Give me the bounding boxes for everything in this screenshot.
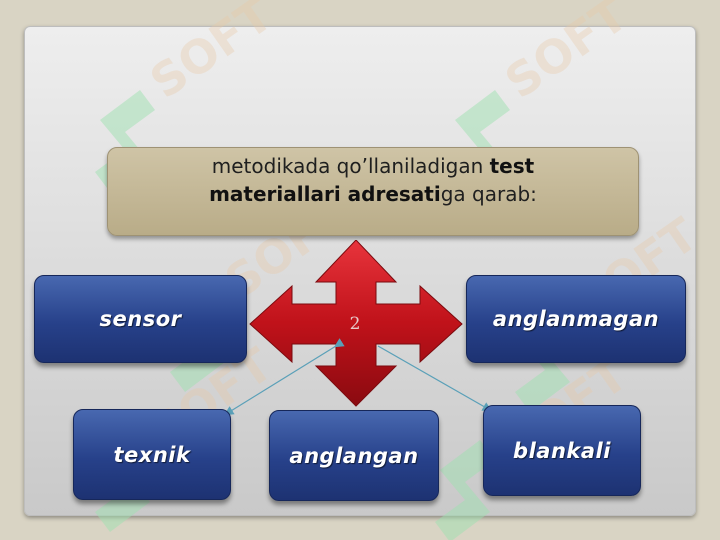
four-way-arrow-icon	[249, 240, 463, 407]
title-bold-test: test	[489, 154, 535, 178]
box-texnik-label: texnik	[113, 442, 191, 467]
box-texnik[interactable]: texnik	[73, 409, 231, 500]
connector-to-texnik	[223, 338, 345, 416]
box-blankali-label: blankali	[513, 438, 611, 463]
title-text-part1: metodikada qo’llaniladigan	[211, 154, 490, 178]
box-anglanmagan-label: anglanmagan	[492, 307, 660, 331]
box-anglangan-label: anglangan	[289, 443, 419, 468]
box-blankali[interactable]: blankali	[483, 405, 641, 496]
box-anglangan[interactable]: anglangan	[269, 410, 439, 501]
title-box: metodikada qo’llaniladigan test material…	[107, 147, 639, 236]
center-number: 2	[349, 314, 361, 334]
title-bold-materials: materiallari adresati	[209, 182, 441, 206]
connector-to-blankali	[377, 345, 493, 412]
box-sensor[interactable]: sensor	[34, 275, 247, 363]
title-text-part2: ga qarab:	[440, 182, 537, 206]
box-sensor-label: sensor	[99, 307, 182, 331]
box-anglanmagan[interactable]: anglanmagan	[466, 275, 686, 363]
